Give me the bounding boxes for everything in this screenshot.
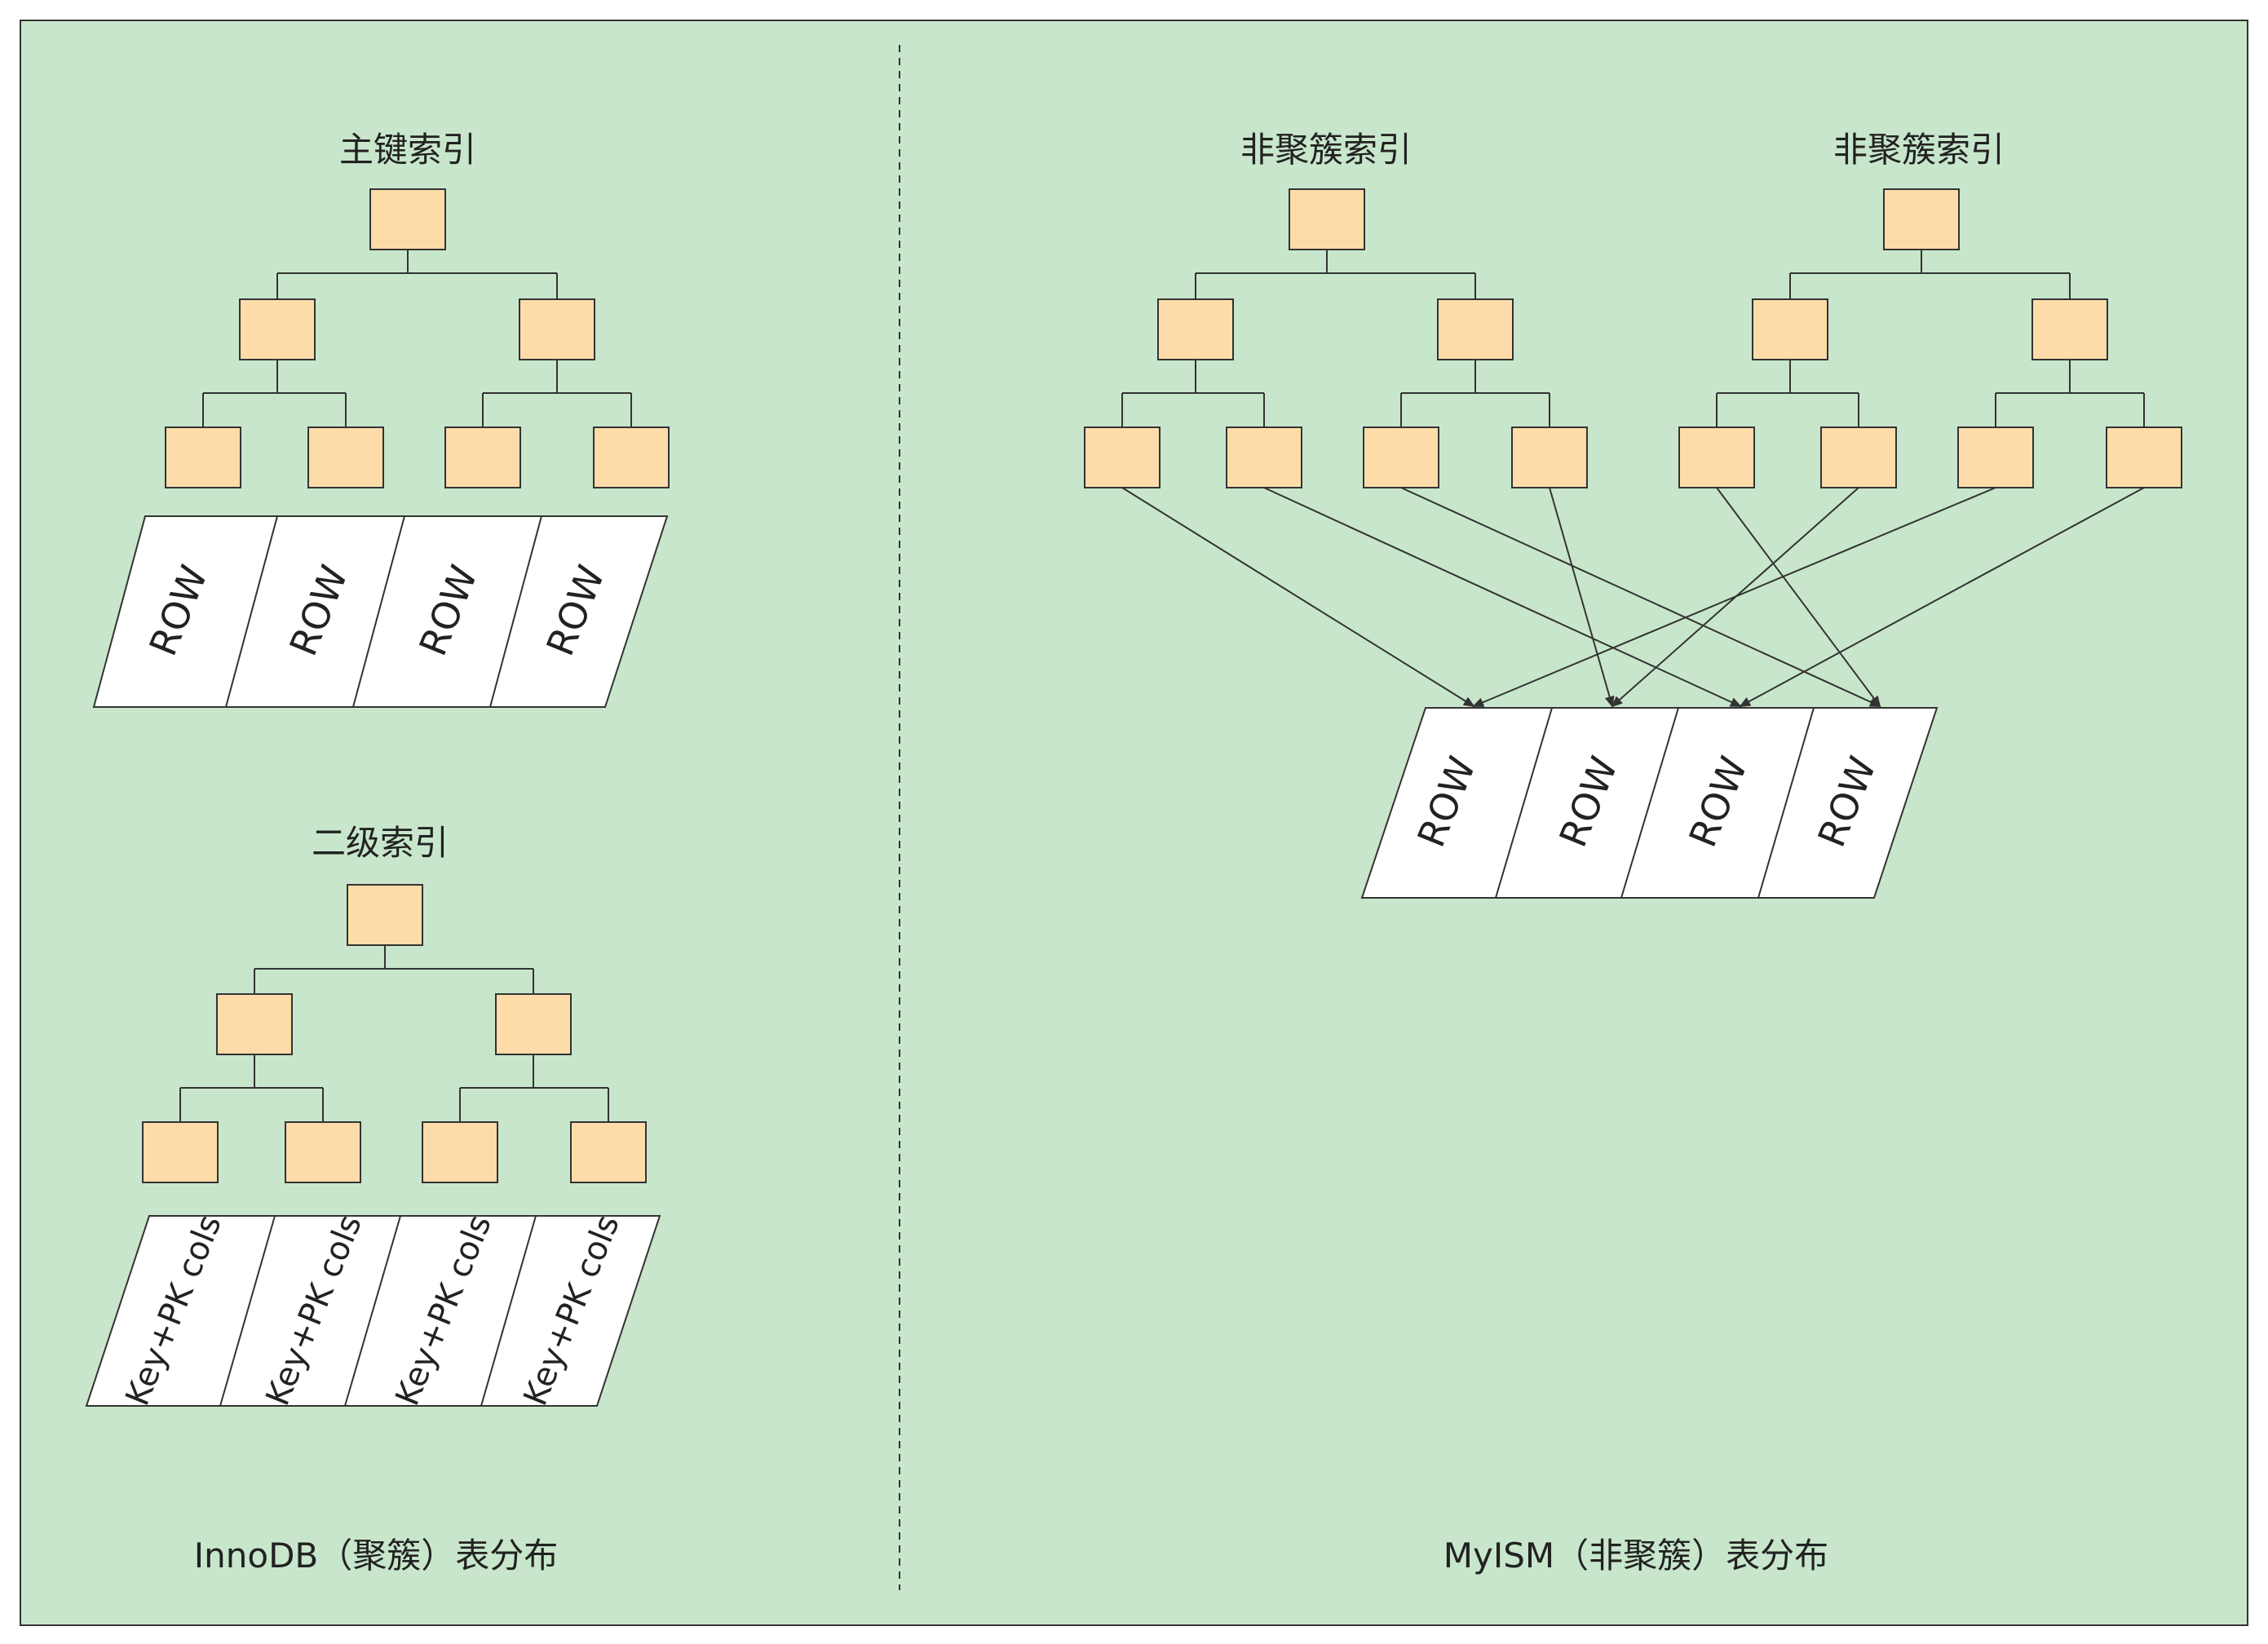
- innodb-secondary-leaf-node-2: [285, 1121, 361, 1183]
- innodb-primary-leaf-node-2: [307, 426, 384, 488]
- myisam-row-separator-2: [1620, 707, 1679, 899]
- innodb-secondary-index-title: 二级索引: [312, 823, 449, 863]
- pointer-leaf-7-to-row-1: [1472, 487, 1996, 707]
- innodb-primary-branch-node-1: [239, 298, 316, 360]
- myisam-index-1-root-node: [1289, 188, 1365, 250]
- innodb-secondary-root-node: [347, 884, 423, 946]
- pointer-leaf-1-to-row-1: [1121, 487, 1475, 708]
- myisam-index-1-leaf-node-4: [1511, 426, 1588, 488]
- innodb-secondary-row-separator-2: [344, 1215, 401, 1407]
- myisam-index-2-leaf-node-1: [1678, 426, 1755, 488]
- innodb-primary-leaf-node-1: [165, 426, 241, 488]
- innodb-primary-branch-node-2: [519, 298, 595, 360]
- pointer-leaf-8-to-row-3: [1739, 487, 2145, 707]
- pointer-leaf-3-to-row-4: [1400, 487, 1881, 707]
- innodb-primary-root-node: [369, 188, 446, 250]
- myisam-index-2-branch-node-1: [1752, 298, 1828, 360]
- myisam-caption: MyISM（非聚簇）表分布: [1443, 1536, 1828, 1576]
- myisam-index-1-title: 非聚簇索引: [1240, 130, 1412, 170]
- innodb-primary-index-title: 主键索引: [339, 130, 476, 170]
- myisam-index-1-branch-node-1: [1157, 298, 1234, 360]
- myisam-nonclustered-index-2: [1678, 188, 2182, 488]
- innodb-secondary-row-separator-3: [480, 1215, 537, 1407]
- myisam-row-separator-1: [1495, 707, 1553, 899]
- pointer-leaf-2-to-row-3: [1263, 487, 1742, 707]
- myisam-index-1-leaf-node-2: [1226, 426, 1302, 488]
- innodb-primary-row-separator-2: [352, 515, 405, 708]
- myisam-index-2-leaf-node-2: [1820, 426, 1897, 488]
- pointer-leaf-4-to-row-2: [1549, 487, 1615, 708]
- innodb-secondary-leaf-node-3: [422, 1121, 498, 1183]
- innodb-secondary-branch-node-1: [216, 993, 293, 1055]
- innodb-secondary-leaf-node-4: [570, 1121, 647, 1183]
- innodb-caption: InnoDB（聚簇）表分布: [194, 1536, 558, 1576]
- myisam-index-1-leaf-node-3: [1363, 426, 1439, 488]
- myisam-index-1-leaf-node-1: [1084, 426, 1161, 488]
- innodb-primary-leaf-node-3: [444, 426, 521, 488]
- myisam-row-separator-3: [1757, 707, 1815, 899]
- myisam-index-2-leaf-node-3: [1957, 426, 2034, 488]
- myisam-index-2-leaf-node-4: [2106, 426, 2182, 488]
- pointer-leaf-5-to-row-4: [1716, 487, 1881, 708]
- innodb-secondary-row-separator-1: [219, 1215, 276, 1407]
- innodb-primary-row-separator-3: [489, 515, 542, 708]
- innodb-primary-row-separator-1: [225, 515, 278, 708]
- leaf-to-row-pointers: [1121, 487, 2145, 708]
- innodb-primary-leaf-node-4: [593, 426, 670, 488]
- innodb-primary-row-strip: [92, 515, 669, 708]
- myisam-index-2-title: 非聚簇索引: [1833, 130, 2005, 170]
- myisam-nonclustered-index-1: [1084, 188, 1588, 488]
- myisam-index-1-branch-node-2: [1437, 298, 1514, 360]
- innodb-secondary-branch-node-2: [495, 993, 572, 1055]
- innodb-secondary-leaf-node-1: [142, 1121, 219, 1183]
- myisam-index-2-root-node: [1883, 188, 1960, 250]
- myisam-index-2-branch-node-2: [2031, 298, 2108, 360]
